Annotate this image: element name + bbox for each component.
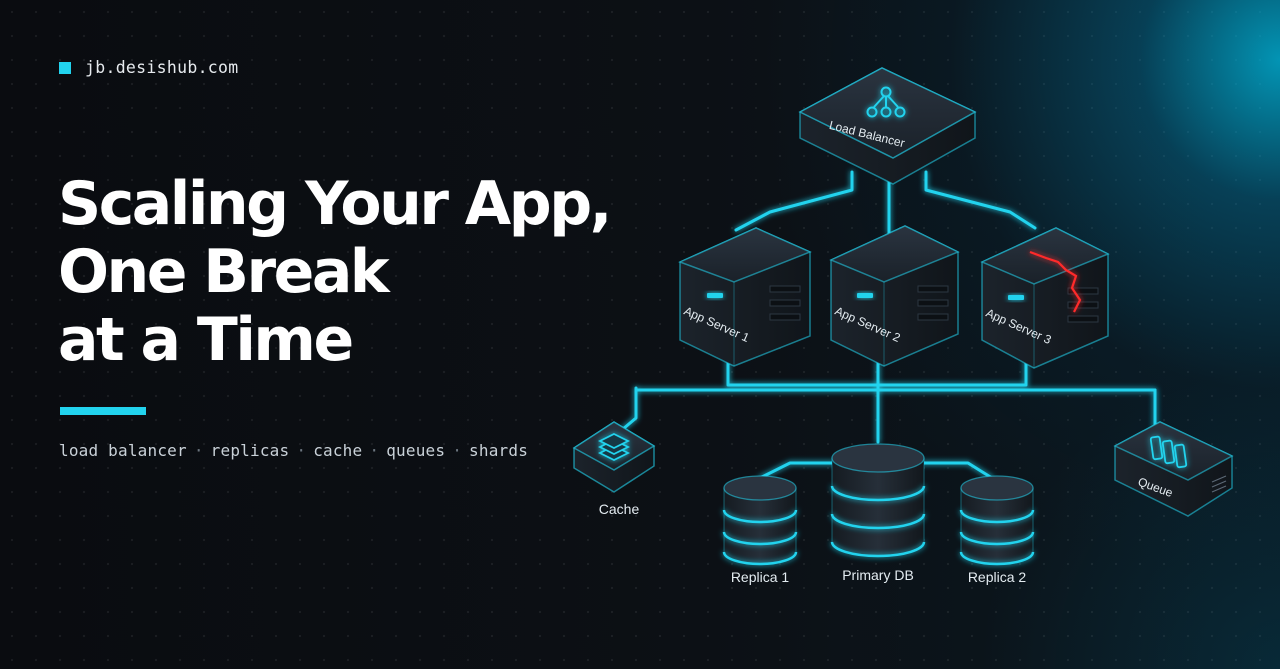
replica-1-db: Replica 1 <box>722 475 798 585</box>
tag-replicas: replicas <box>210 441 290 460</box>
accent-bar <box>60 407 146 415</box>
primary-db-label: Primary DB <box>842 567 914 583</box>
app-server-3: App Server 3 <box>980 227 1110 369</box>
replica-2-label: Replica 2 <box>968 569 1027 585</box>
tag-separator: · <box>296 441 307 460</box>
network-hub-icon <box>866 86 906 118</box>
title-line-3: at a Time <box>58 305 354 375</box>
replica-2-db: Replica 2 <box>959 475 1035 585</box>
tag-separator: · <box>193 441 204 460</box>
page-title: Scaling Your App, One Break at a Time <box>58 169 612 375</box>
tag-load-balancer: load balancer <box>59 441 187 460</box>
tag-cache: cache <box>313 441 363 460</box>
link-lb-server3 <box>924 170 1037 230</box>
app-server-2: App Server 2 <box>829 225 960 367</box>
tagline: load balancer · replicas · cache · queues · shar… <box>59 441 528 460</box>
link-lb-server1 <box>734 170 854 232</box>
replica-1-label: Replica 1 <box>731 569 790 585</box>
queue-icon <box>1149 435 1188 469</box>
link-replica2 <box>918 461 994 480</box>
title-line-2: One Break <box>58 237 390 307</box>
link-replica1 <box>758 461 842 480</box>
primary-db: Primary DB <box>830 443 926 583</box>
tag-separator: · <box>369 441 380 460</box>
tag-queues: queues <box>386 441 446 460</box>
brand: jb.desishub.com <box>59 58 239 77</box>
app-server-1: App Server 1 <box>678 227 812 367</box>
queue-node: Queue <box>1113 421 1234 517</box>
tag-shards: shards <box>469 441 529 460</box>
brand-square-icon <box>59 61 71 74</box>
connection-lines <box>608 170 1157 480</box>
server-status-light <box>857 293 873 298</box>
server-status-light <box>1008 295 1024 300</box>
brand-domain: jb.desishub.com <box>85 58 239 77</box>
layers-icon <box>597 432 631 462</box>
cache-label: Cache <box>599 501 640 517</box>
crack-icon <box>1029 250 1082 313</box>
title-line-1: Scaling Your App, <box>58 169 612 239</box>
tag-separator: · <box>452 441 463 460</box>
cache-node: Cache <box>572 421 656 517</box>
load-balancer-node: Load Balancer <box>798 67 977 185</box>
server-status-light <box>707 293 723 298</box>
bus-main <box>634 386 1157 392</box>
